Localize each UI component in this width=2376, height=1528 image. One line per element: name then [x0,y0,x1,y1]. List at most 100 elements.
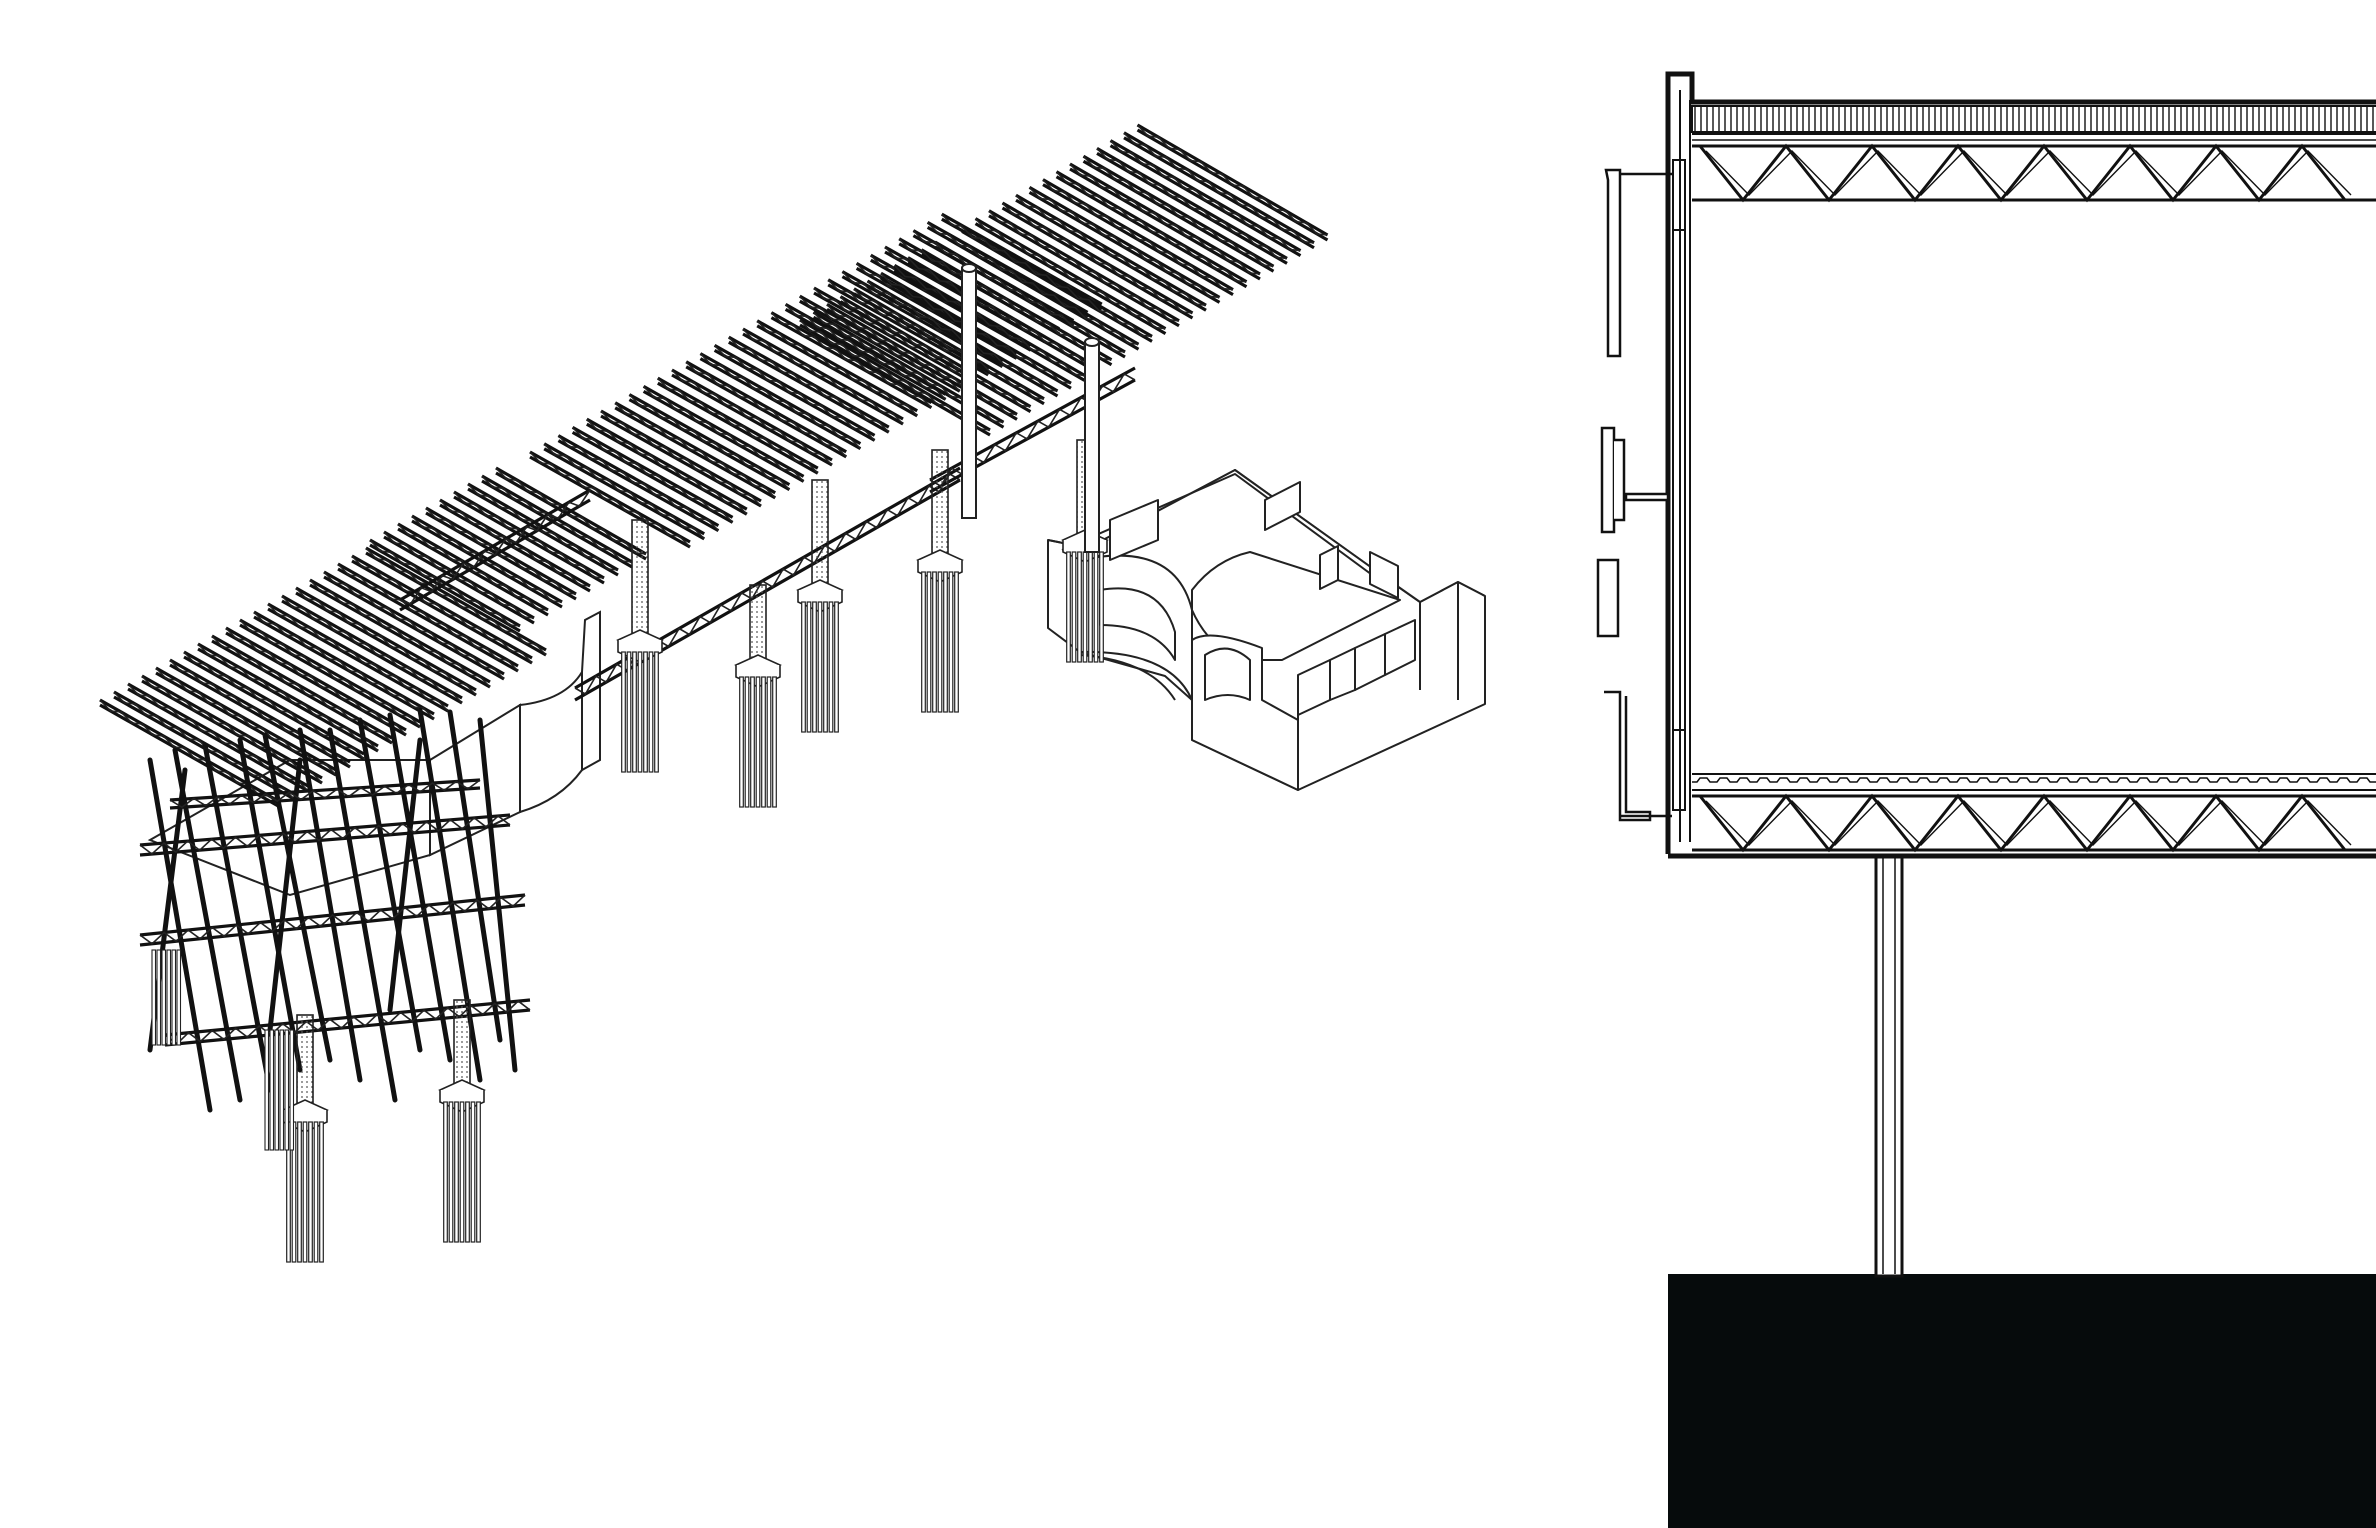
roof-truss [920,248,1113,367]
pier-foundation [796,479,844,733]
pier-foundation [281,1014,329,1263]
diagonal-strut [202,742,273,1093]
curtain-wall-glazing [1672,159,1686,811]
truss-web [1698,143,2347,203]
truss-web-inner [1705,799,2352,847]
pile [156,949,162,1046]
roof-truss [141,674,323,785]
roof-truss [239,618,421,729]
roof-truss [127,682,309,793]
roof-truss-section [1692,143,2376,203]
roof-truss [628,393,791,491]
tall-pipe-columns [961,263,1100,553]
roof-truss [907,256,1099,374]
roof-truss [742,327,904,426]
isometric-axonometric-view [99,123,1486,1263]
secondary-spine-truss [399,488,591,612]
diagonal-strut [387,712,453,1063]
pile [269,1029,275,1151]
roof-truss [1069,162,1261,281]
pile [161,949,167,1046]
roof-truss [337,562,519,673]
roof-truss [756,319,918,418]
roof-truss [947,232,1140,351]
diagonal-strut [447,709,503,1043]
diagonal-strut [262,732,333,1063]
roof-truss [1001,201,1194,320]
right-wing-enclosure [1047,469,1486,791]
roof-truss [309,578,491,689]
pile [171,949,177,1046]
pile [289,1029,295,1151]
diagonal-strut [267,757,303,1033]
roof-truss [281,594,463,705]
roof-truss [1082,154,1275,273]
roof-truss [799,318,991,437]
pile [166,949,172,1046]
roof-truss [323,570,505,681]
roof-truss [685,360,847,459]
floor-truss-section [1692,793,2376,853]
steel-column [1874,854,1904,1278]
pier-foundation [734,584,782,808]
roof-truss [853,287,1045,406]
roof-truss [351,554,533,665]
roof-truss [699,352,862,450]
truss-web-inner [1705,149,2352,197]
roof-truss [839,295,1032,413]
roof-truss [961,225,1153,343]
pier-foundation [916,449,964,713]
roof-truss [543,442,705,541]
cluster-truss [169,778,481,810]
truss-web [1698,793,2347,853]
roof-truss [974,217,1167,335]
roof-truss [826,303,1018,421]
roof-truss [614,401,776,500]
diagonal-strut [357,717,423,1053]
exterior-sunshade-fins [1596,168,1672,822]
section-envelope [1665,71,2376,859]
pier-foundation [616,519,664,773]
roof-truss [557,434,720,532]
roof-truss [893,264,1086,382]
roof-truss [571,426,734,524]
roof-truss [1028,186,1221,304]
roof-truss [1042,178,1234,296]
roof-truss [1015,193,1207,312]
roof-truss-field [99,123,1329,809]
roof-truss [600,409,762,508]
roof-truss [1096,147,1288,265]
roof-truss [267,602,449,713]
roof-truss [657,376,819,475]
roof-truss [728,335,890,434]
diagonal-strut [297,727,363,1083]
roof-truss [295,586,477,697]
foundation-ground-block [1668,1274,2376,1528]
roof-truss [988,209,1180,328]
roof-truss [169,658,351,769]
roof-truss [1123,131,1315,250]
floor-deck [1692,773,2376,791]
pile [176,949,182,1046]
pile [151,949,157,1046]
diagonal-strut [147,757,213,1113]
roof-truss [1136,123,1329,242]
pile [279,1029,285,1151]
pier-foundation [438,999,486,1243]
roof-truss [671,368,833,467]
roof-truss [1109,139,1302,257]
roof-truss [713,344,876,442]
roof-truss [529,450,691,549]
roof-truss [225,626,407,737]
wall-section-view [1596,71,2376,1528]
roof-truss [586,417,748,516]
pile [264,1029,270,1151]
pile [284,1029,290,1151]
roof-truss [1055,170,1248,289]
roof-truss [197,642,379,753]
cluster-truss [139,813,511,857]
pile [274,1029,280,1151]
roof-truss [770,311,933,409]
